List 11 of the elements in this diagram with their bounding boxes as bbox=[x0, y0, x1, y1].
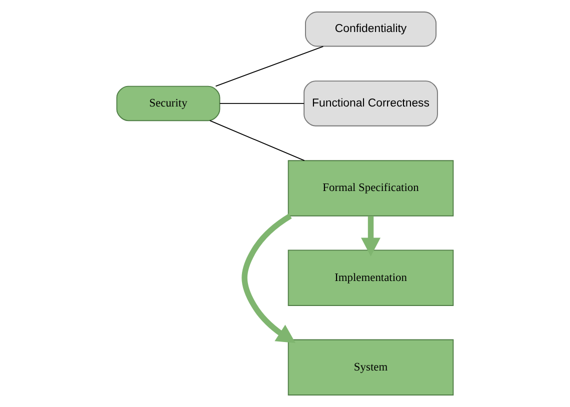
connector bbox=[219, 102, 304, 104]
connector bbox=[209, 120, 305, 162]
node-box: System bbox=[288, 339, 454, 396]
node-box: Confidentiality bbox=[305, 11, 437, 47]
node-box: Functional Correctness bbox=[304, 80, 438, 126]
arrow bbox=[361, 216, 380, 256]
node-box: Formal Specification bbox=[288, 160, 454, 216]
node-box: Implementation bbox=[288, 250, 454, 306]
arrow bbox=[242, 214, 296, 344]
node-box: Security bbox=[116, 86, 220, 122]
connector bbox=[215, 46, 324, 87]
